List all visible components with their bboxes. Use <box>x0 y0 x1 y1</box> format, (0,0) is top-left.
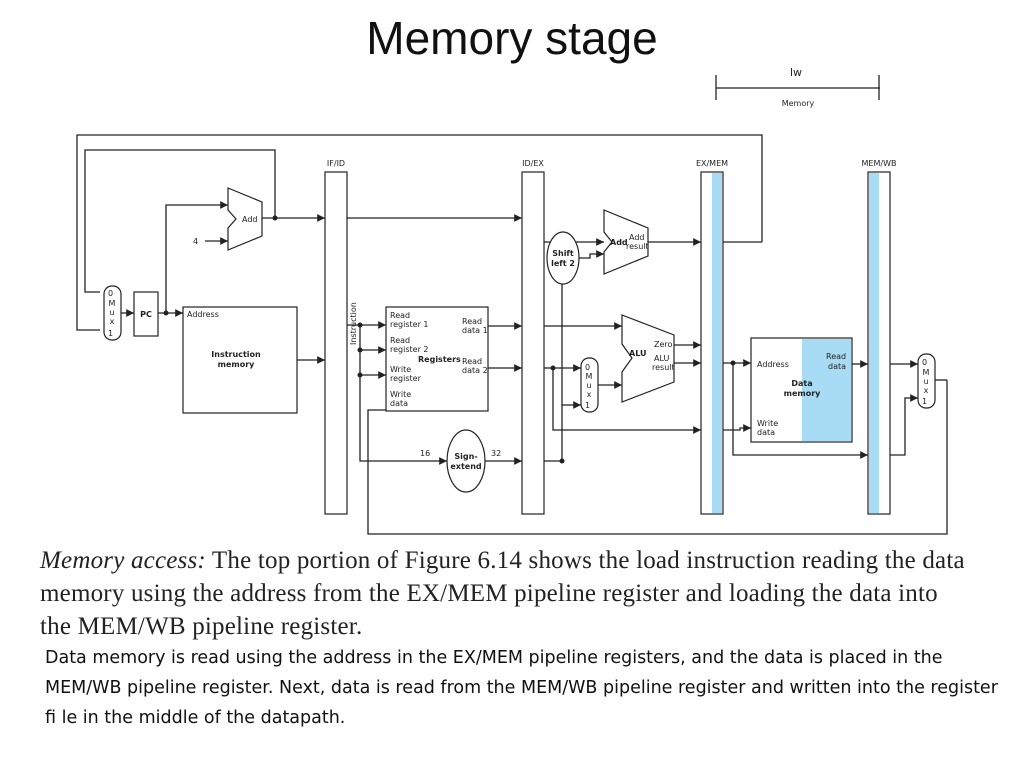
write-back-mux: 0 M u x 1 <box>917 353 936 409</box>
svg-text:memory: memory <box>218 360 256 369</box>
svg-text:1: 1 <box>922 397 927 406</box>
mem-wb-label: MEM/WB <box>862 159 897 168</box>
svg-text:1: 1 <box>108 329 113 338</box>
svg-text:0: 0 <box>108 289 113 298</box>
width-16-label: 16 <box>420 449 430 458</box>
svg-text:x: x <box>110 317 115 326</box>
registers-label: Registers <box>418 355 461 364</box>
svg-text:memory: memory <box>784 389 822 398</box>
register-file: Read register 1 Read register 2 Write re… <box>385 306 489 412</box>
svg-text:Write: Write <box>757 419 778 428</box>
svg-text:Read: Read <box>462 357 482 366</box>
instruction-marker-label: lw <box>790 66 802 79</box>
svg-text:1: 1 <box>585 401 590 410</box>
svg-text:x: x <box>587 390 592 399</box>
caption-text: The top portion of Figure 6.14 shows the… <box>40 547 965 640</box>
instruction-label: Instruction <box>349 302 358 345</box>
svg-text:Sign-: Sign- <box>454 452 477 461</box>
svg-text:data: data <box>828 362 846 371</box>
stage-marker-label: Memory <box>782 99 815 108</box>
svg-text:Write: Write <box>390 365 411 374</box>
pipeline-register-mem-wb: MEM/WB <box>862 159 897 515</box>
svg-text:result: result <box>652 363 675 372</box>
svg-text:Instruction: Instruction <box>211 350 261 359</box>
feedback-wires <box>76 134 948 535</box>
instruction-memory: Address Instruction memory <box>182 306 298 414</box>
pipeline-datapath-diagram: lw Memory IF/ID ID/EX EX/MEM MEM/WB 0 M … <box>76 66 948 535</box>
body-text: Data memory is read using the address in… <box>45 648 998 728</box>
pipeline-register-ex-mem: EX/MEM <box>696 159 728 515</box>
svg-text:u: u <box>923 377 928 386</box>
svg-text:Add: Add <box>610 238 628 247</box>
svg-text:register 1: register 1 <box>390 320 428 329</box>
im-address-label: Address <box>187 310 219 319</box>
constant-four: 4 <box>193 237 198 246</box>
width-32-label: 32 <box>491 449 501 458</box>
branch-adder: Add Add result <box>603 209 649 275</box>
id-ex-label: ID/EX <box>522 159 544 168</box>
svg-text:data 2: data 2 <box>462 366 488 375</box>
svg-text:Read: Read <box>826 352 846 361</box>
svg-text:result: result <box>626 242 649 251</box>
svg-text:x: x <box>924 386 929 395</box>
slide-title: Memory stage <box>366 12 658 64</box>
svg-text:0: 0 <box>922 358 927 367</box>
sign-extend: Sign- extend <box>446 429 486 493</box>
svg-text:Read: Read <box>462 317 482 326</box>
svg-text:Read: Read <box>390 311 410 320</box>
svg-text:Add: Add <box>629 233 645 242</box>
svg-text:Read: Read <box>390 336 410 345</box>
svg-text:left 2: left 2 <box>551 259 575 268</box>
ex-mem-highlight <box>712 173 722 513</box>
ex-mem-label: EX/MEM <box>696 159 728 168</box>
pipeline-register-id-ex: ID/EX <box>521 159 545 515</box>
mem-wb-highlight <box>869 173 879 513</box>
svg-text:0: 0 <box>585 363 590 372</box>
caption-lead: Memory access: <box>40 547 206 574</box>
pc-register: PC <box>133 291 159 337</box>
svg-text:data 1: data 1 <box>462 326 488 335</box>
svg-text:Data: Data <box>791 379 812 388</box>
alu: ALU Zero ALU result <box>621 314 675 403</box>
svg-text:Zero: Zero <box>654 340 673 349</box>
pc-adder-label: Add <box>242 215 258 224</box>
svg-text:M: M <box>923 368 930 377</box>
pipeline-register-if-id: IF/ID <box>324 159 348 515</box>
alu-src-mux: 0 M u x 1 <box>580 357 599 413</box>
pc-adder: Add <box>227 187 263 251</box>
svg-text:register: register <box>390 374 422 383</box>
svg-text:ALU: ALU <box>629 349 647 358</box>
pc-mux: 0 M u x 1 <box>103 285 122 341</box>
svg-text:data: data <box>757 428 775 437</box>
shift-left-2: Shift left 2 <box>546 231 580 285</box>
svg-text:u: u <box>109 308 114 317</box>
data-memory: Address Read data Data memory Write data <box>750 337 853 443</box>
svg-text:data: data <box>390 399 408 408</box>
svg-text:Address: Address <box>757 360 789 369</box>
svg-text:M: M <box>586 372 593 381</box>
svg-text:register 2: register 2 <box>390 345 428 354</box>
svg-text:Shift: Shift <box>552 249 574 258</box>
stage-marker: lw Memory <box>715 66 880 108</box>
svg-text:ALU: ALU <box>654 354 670 363</box>
svg-text:M: M <box>109 299 116 308</box>
pc-label: PC <box>140 310 152 319</box>
data-memory-highlight <box>802 339 851 441</box>
figure-caption: Memory access: The top portion of Figure… <box>40 544 970 643</box>
if-id-label: IF/ID <box>327 159 345 168</box>
svg-text:extend: extend <box>450 462 482 471</box>
svg-text:u: u <box>586 381 591 390</box>
svg-text:Write: Write <box>390 390 411 399</box>
